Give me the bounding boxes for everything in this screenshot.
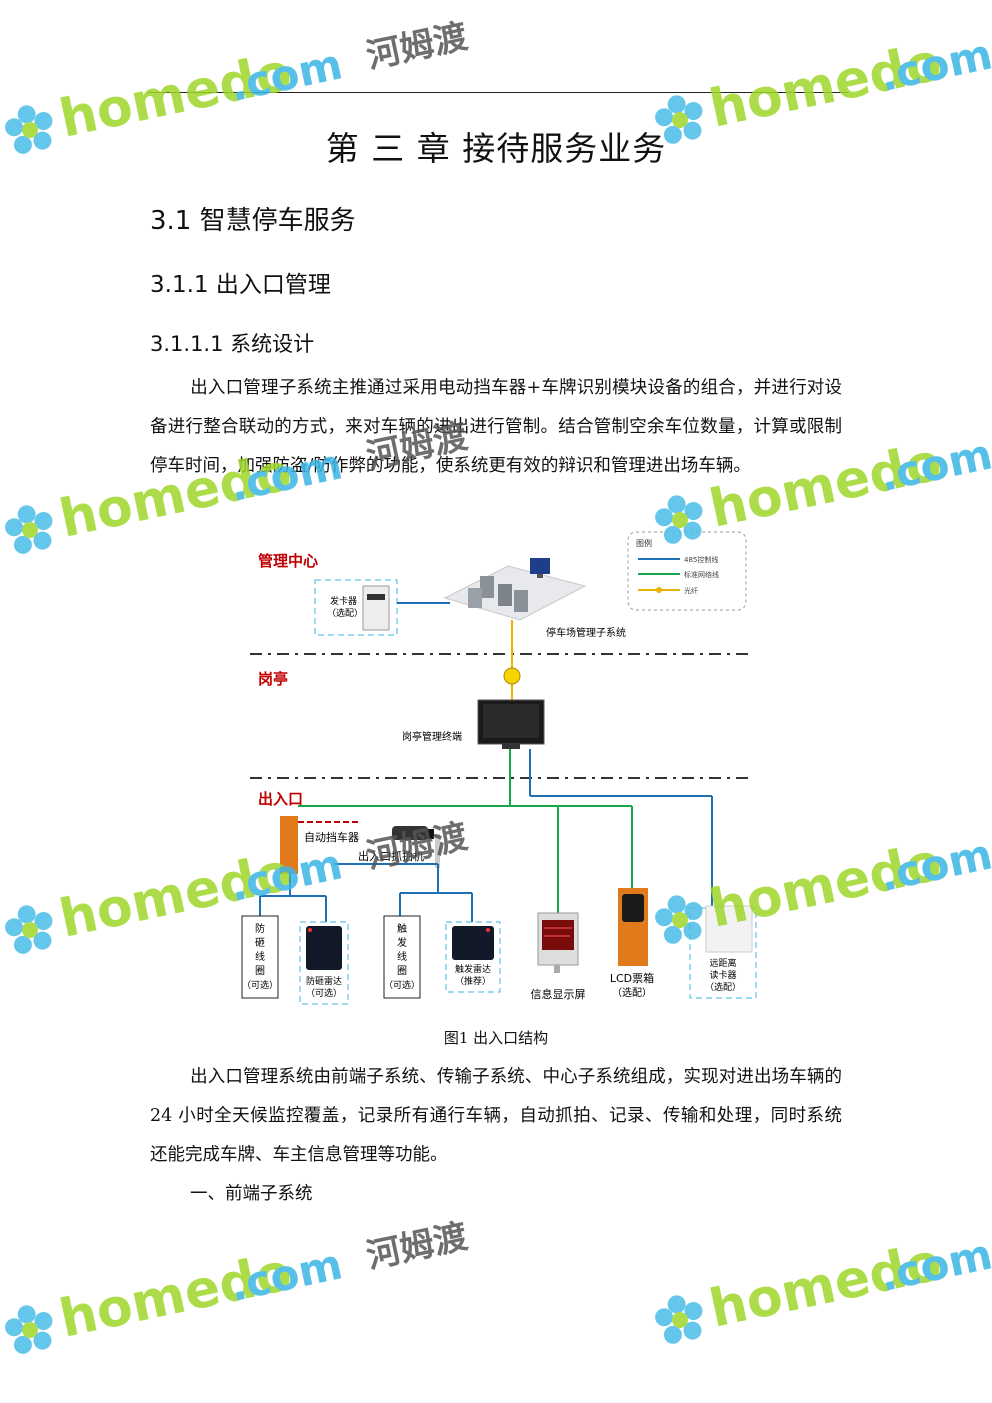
svg-text:.com: .com [875,1229,992,1301]
svg-text:信息显示屏: 信息显示屏 [531,987,586,1001]
svg-text:远距离: 远距离 [709,957,736,969]
section-heading: 3.1 智慧停车服务 [150,206,356,236]
info-display-screen: 信息显示屏 [531,912,586,1001]
svg-text:.com: .com [875,829,992,901]
svg-text:（推荐）: （推荐） [455,975,491,987]
svg-text:（可选）: （可选） [384,979,420,991]
svg-text:出入口抓拍机: 出入口抓拍机 [358,849,424,863]
booth-terminal-monitor: 岗亭管理终端 [402,699,545,749]
svg-text:图例: 图例 [636,538,652,548]
svg-text:砸: 砸 [255,937,265,949]
svg-text:圈: 圈 [397,965,407,977]
zone-center-label: 管理中心 [258,552,318,570]
anti-smash-radar: 防砸雷达 （可选） [299,921,349,1005]
svg-text:防: 防 [255,922,265,935]
svg-text:光纤: 光纤 [684,586,698,595]
svg-text:标准网络线: 标准网络线 [684,570,719,579]
svg-text:岗亭管理终端: 岗亭管理终端 [402,730,462,743]
lcd-ticket-box: LCD票箱 （选配） [610,888,654,999]
zone-exit-label: 出入口 [258,790,303,808]
svg-text:485控制线: 485控制线 [684,555,718,564]
subsection-heading: 3.1.1 出入口管理 [150,272,331,298]
svg-text:homedo: homedo [54,1242,296,1350]
svg-text:.com: .com [875,29,992,101]
watermark-logo: homedo .com 河姆渡 [1,1217,471,1357]
svg-text:圈: 圈 [255,965,265,977]
svg-text:.com: .com [225,1239,346,1311]
svg-text:.com: .com [225,39,346,111]
svg-text:河姆渡: 河姆渡 [363,1217,471,1277]
card-issuer-device: 发卡器 （选配） [314,579,398,636]
trigger-radar: 触发雷达 （推荐） [445,921,501,993]
svg-text:河姆渡: 河姆渡 [363,17,471,77]
figure-caption: 图1 出入口结构 [443,1029,549,1047]
paragraph-frontend-heading: 一、前端子系统 [190,1184,313,1204]
watermark-logo: homedo .com [651,1229,992,1347]
svg-text:（可选）: （可选） [306,987,342,999]
zone-booth-label: 岗亭 [258,670,288,688]
svg-text:线: 线 [397,950,407,963]
auto-barrier: 自动挡车器 [280,816,360,874]
svg-text:homedo: homedo [704,1232,946,1340]
svg-text:停车场管理子系统: 停车场管理子系统 [546,626,626,639]
parking-management-system: 停车场管理子系统 [443,558,626,639]
svg-text:LCD票箱: LCD票箱 [610,971,654,985]
paragraph-system-composition: 出入口管理系统由前端子系统、传输子系统、中心子系统组成，实现对进出场车辆的 24… [150,1067,842,1165]
svg-text:（选配）: （选配） [327,607,363,619]
chapter-title: 第 三 章 接待服务业务 [325,129,667,168]
svg-text:（选配）: （选配） [705,981,741,993]
svg-text:发卡器: 发卡器 [330,595,357,607]
anti-smash-coil: 防 砸 线 圈 （可选） [241,915,279,999]
paragraph-system-design: 出入口管理子系统主推通过采用电动挡车器+车牌识别模块设备的组合，并进行对设备进行… [150,378,842,476]
svg-text:（可选）: （可选） [242,979,278,991]
subsubsection-heading: 3.1.1.1 系统设计 [150,332,315,356]
svg-text:自动挡车器: 自动挡车器 [304,830,359,844]
long-range-reader: 远距离 读卡器 （选配） [689,905,757,999]
svg-text:发: 发 [397,936,407,949]
exit-structure-diagram: 管理中心 岗亭 出入口 图例 485控制线 标准网络线 光纤 发卡器 （选配） … [241,531,757,1005]
exit-camera: 出入口抓拍机 [358,826,440,868]
legend-box: 图例 485控制线 标准网络线 光纤 [627,531,747,611]
trigger-coil: 触 发 线 圈 （可选） [383,915,421,999]
svg-text:防砸雷达: 防砸雷达 [306,975,342,987]
svg-text:（选配）: （选配） [612,986,652,999]
svg-text:.com: .com [875,429,992,501]
header-rule [148,92,848,93]
svg-text:线: 线 [255,950,265,963]
svg-text:读卡器: 读卡器 [709,969,736,981]
svg-text:触发雷达: 触发雷达 [455,963,491,975]
svg-text:触: 触 [397,922,407,935]
